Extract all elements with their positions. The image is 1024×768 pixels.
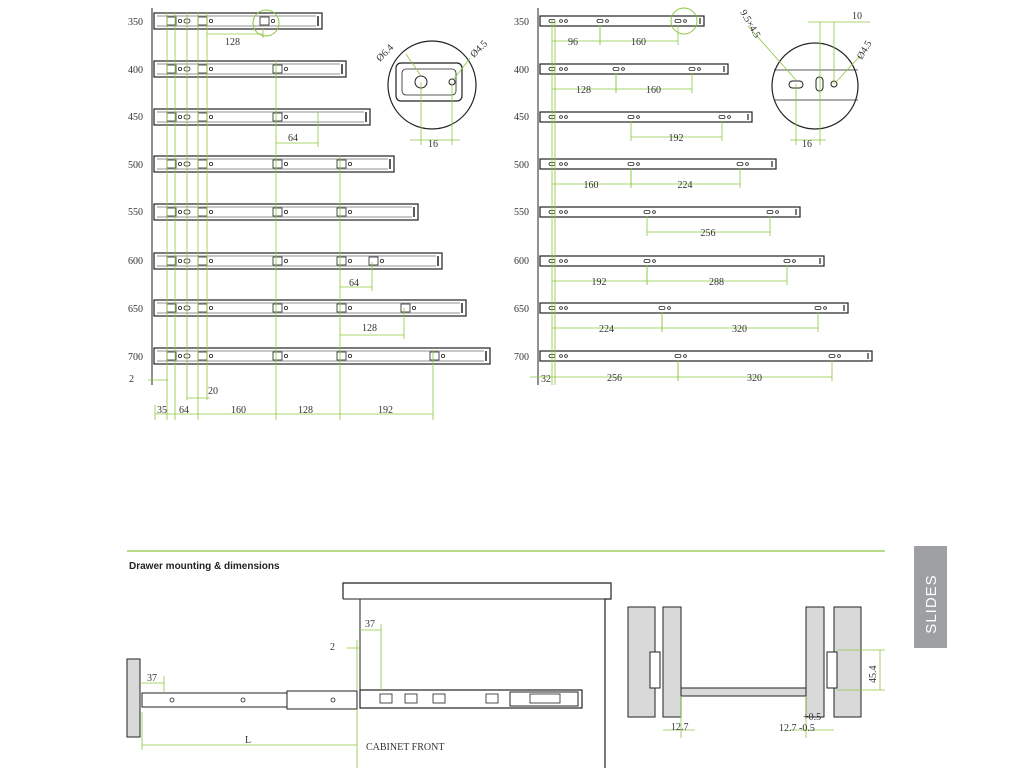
left-rail-550	[153, 203, 419, 221]
right-length-700: 700	[514, 352, 529, 363]
left-length-550: 550	[128, 207, 143, 218]
left-rail-700	[153, 347, 491, 365]
right-dim-350-1: 160	[631, 37, 646, 48]
drawer-bottom	[680, 687, 807, 697]
right-rail-diagram	[539, 15, 873, 362]
left-callout-circle	[252, 9, 280, 37]
left-rail-600	[153, 252, 443, 270]
right-dim-500-0: 160	[584, 180, 599, 191]
right-rail-600	[539, 255, 825, 267]
left-dim-64-a: 64	[288, 133, 298, 144]
left-length-600: 600	[128, 256, 143, 267]
right-dimension-lines: 96 160 128 160 192 160 224 256 192 288 224 320 256 32…	[552, 25, 833, 384]
right-rail-350	[539, 15, 705, 27]
right-length-400: 400	[514, 65, 529, 76]
side-tab-label: SLIDES	[923, 574, 940, 633]
left-dim-64-b: 64	[349, 278, 359, 289]
left-length-450: 450	[128, 112, 143, 123]
right-dim-650-0: 224	[599, 324, 614, 335]
wall-right-outer	[833, 606, 862, 718]
right-length-350: 350	[514, 17, 529, 28]
mounting-diagram: 37 2 37 L CABINET FRONT	[126, 582, 612, 768]
cabinet-front-label: CABINET FRONT	[366, 742, 444, 753]
section-title: Drawer mounting & dimensions	[129, 561, 280, 572]
right-dim-600-0: 192	[592, 277, 607, 288]
right-dim-650-1: 320	[732, 324, 747, 335]
right-length-650: 650	[514, 304, 529, 315]
left-length-500: 500	[128, 160, 143, 171]
left-rail-400	[153, 60, 347, 78]
side-tab	[914, 546, 947, 648]
right-rail-700	[539, 350, 873, 362]
right-length-labels: 350 400 450 500 550 600 650 700	[514, 17, 529, 363]
left-reference-lines	[166, 12, 434, 420]
right-dim-350-0: 96	[568, 37, 578, 48]
left-dim-hole: 20	[208, 386, 218, 397]
left-dim-64: 64	[179, 405, 189, 416]
right-detail-view: 10 16 9.5×4.5 Ø4.5	[737, 8, 874, 150]
right-dim-400-0: 128	[576, 85, 591, 96]
mount-dim-2: 2	[330, 642, 335, 653]
right-rail-650	[539, 302, 849, 314]
cabinet-side-wall	[126, 658, 141, 738]
left-length-labels: 350 400 450 500 550 600 650 700	[128, 17, 143, 363]
right-dim-550-0: 256	[701, 228, 716, 239]
right-length-600: 600	[514, 256, 529, 267]
left-rail-450	[153, 108, 371, 126]
left-dim-128-bottom: 128	[362, 323, 377, 334]
left-dim-offset: 2	[129, 374, 134, 385]
right-dim-600-1: 288	[709, 277, 724, 288]
cross-dim-tol-minus: -0.5	[799, 723, 815, 734]
mount-dim-37-left: 37	[147, 673, 157, 684]
left-length-700: 700	[128, 352, 143, 363]
right-dim-450-0: 192	[669, 133, 684, 144]
left-dim-128: 128	[298, 405, 313, 416]
right-rail-400	[539, 63, 729, 75]
left-detail-hole-small: Ø4.5	[468, 38, 490, 60]
cross-dim-tol-main: 12.7	[779, 723, 797, 734]
left-rail-350	[153, 12, 323, 30]
right-length-450: 450	[514, 112, 529, 123]
wall-right-inner	[805, 606, 825, 718]
left-rail-diagram	[153, 12, 491, 365]
right-dim-400-1: 160	[646, 85, 661, 96]
right-detail-slot: 9.5×4.5	[737, 8, 762, 40]
right-rail-500	[539, 158, 777, 170]
cross-dim-45-4: 45.4	[868, 666, 879, 684]
right-length-500: 500	[514, 160, 529, 171]
right-dim-500-1: 224	[678, 180, 693, 191]
right-reference-lines	[551, 20, 556, 385]
left-rail-650	[153, 299, 467, 317]
wall-left-inner	[662, 606, 682, 718]
left-dimension-lines	[148, 28, 433, 420]
mount-dim-L: L	[245, 735, 251, 746]
right-dim-offset: 32	[541, 374, 551, 385]
left-length-650: 650	[128, 304, 143, 315]
left-length-350: 350	[128, 17, 143, 28]
left-dim-192: 192	[378, 405, 393, 416]
left-dim-160: 160	[231, 405, 246, 416]
left-dim-128-top: 128	[225, 37, 240, 48]
right-rail-450	[539, 111, 753, 123]
right-detail-hole: Ø4.5	[855, 39, 874, 62]
right-rail-550	[539, 206, 801, 218]
left-rail-500	[153, 155, 395, 173]
right-dim-700-0: 256	[607, 373, 622, 384]
right-callout-circle	[670, 7, 698, 35]
right-dim-700-1: 320	[747, 373, 762, 384]
cross-section-diagram: 12.7 +0.5 12.7 -0.5 45.4	[627, 606, 885, 738]
left-detail-spacing: 16	[428, 139, 438, 150]
left-detail-hole-large: Ø6.4	[374, 42, 396, 64]
cross-dim-12-7: 12.7	[671, 722, 689, 733]
right-length-550: 550	[514, 207, 529, 218]
left-dim-35: 35	[157, 405, 167, 416]
right-detail-top: 10	[852, 11, 862, 22]
right-detail-spacing: 16	[802, 139, 812, 150]
mount-dim-37-top: 37	[365, 619, 375, 630]
left-detail-view: 16 Ø6.4 Ø4.5	[374, 38, 490, 150]
cross-dim-tol-plus: +0.5	[803, 712, 821, 723]
left-length-400: 400	[128, 65, 143, 76]
